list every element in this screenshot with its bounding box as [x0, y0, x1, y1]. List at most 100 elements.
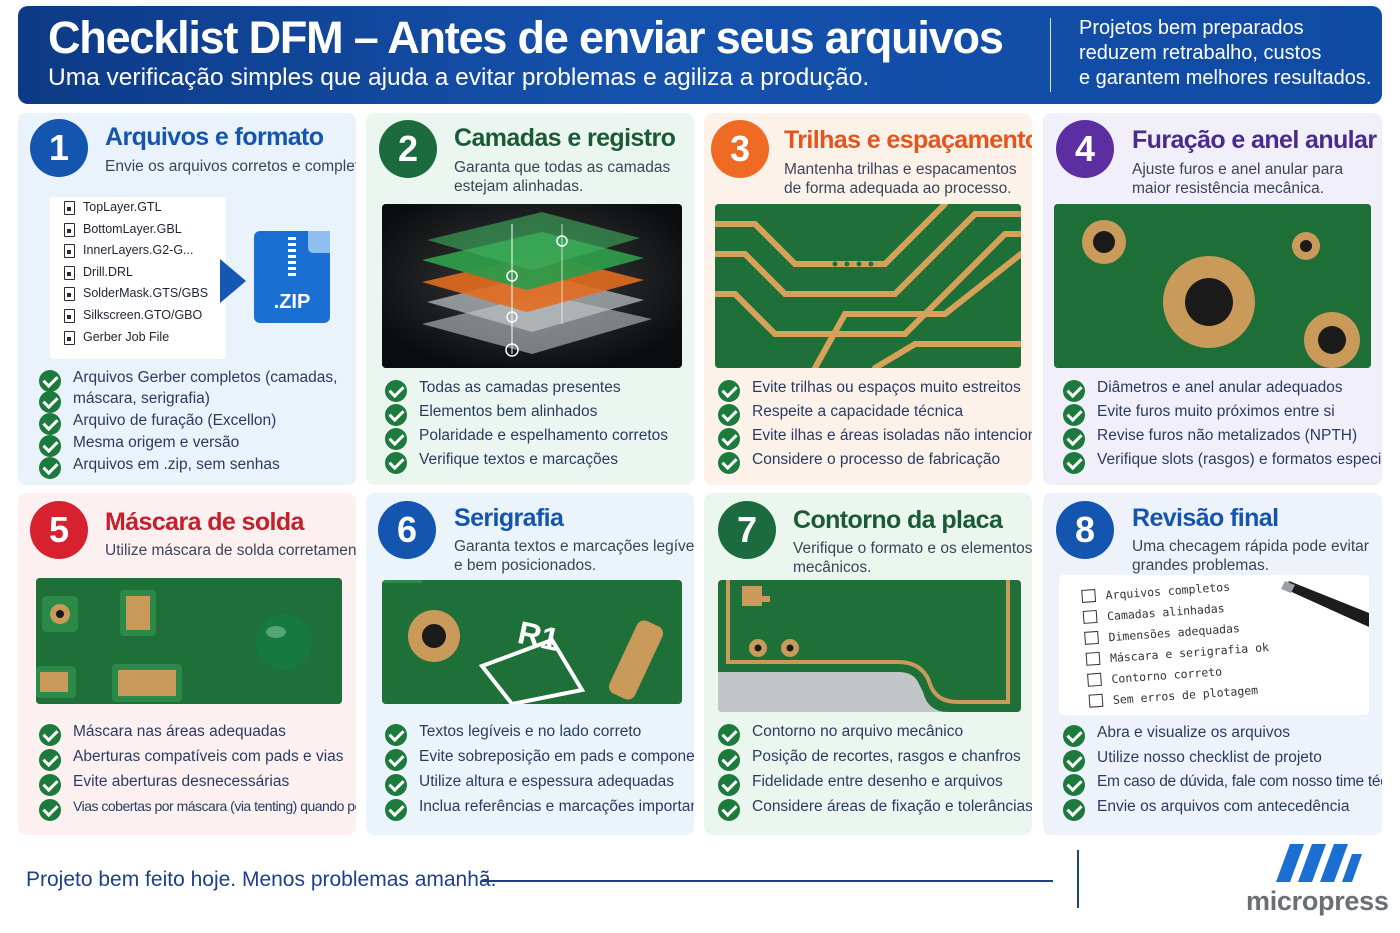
card-description-line: mecânicos.: [793, 559, 872, 576]
review-paper-image: Arquivos completos Camadas alinhadas Dim…: [1059, 575, 1369, 715]
checklist-text: Arquivos em .zip, sem senhas: [73, 456, 280, 473]
card-description-line: Mantenha trilhas e espacamentos: [784, 161, 1017, 178]
checklist-item: Arquivo de furação (Excellon): [39, 412, 337, 435]
checklist-text: Aberturas compatíveis com pads e vias: [73, 748, 344, 765]
silkscreen-illustration: [382, 580, 682, 704]
check-icon: [39, 724, 61, 746]
checklist-text: Posição de recortes, rasgos e chanfros: [752, 748, 1021, 765]
card-description: Uma checagem rápida pode evitar grandes …: [1132, 537, 1369, 575]
card-description-line: Verifique o formato e os elementos: [793, 540, 1032, 557]
checklist-text: Fidelidade entre desenho e arquivos: [752, 773, 1003, 790]
footer-vertical-divider: [1077, 850, 1079, 908]
card-description-line: grandes problemas.: [1132, 557, 1269, 574]
checklist-item: Evite trilhas ou espaços muito estreitos: [718, 379, 1032, 403]
check-icon: [1063, 774, 1085, 796]
checklist-item: Abra e visualize os arquivos: [1063, 724, 1382, 749]
file-icon: [64, 222, 75, 237]
card-description: Garanta que todas as camadas estejam ali…: [454, 158, 670, 196]
checklist-item: Verifique slots (rasgos) e formatos espe…: [1063, 451, 1382, 475]
card-furacao-anel: 4 Furação e anel anular Ajuste furos e a…: [1043, 113, 1382, 485]
checklist-text: Em caso de dúvida, fale com nosso time t…: [1097, 773, 1382, 790]
check-icon: [39, 749, 61, 771]
checklist-item: Arquivos Gerber completos (camadas,: [39, 369, 338, 392]
check-icon: [1063, 798, 1085, 821]
header-banner: Checklist DFM – Antes de enviar seus arq…: [18, 6, 1382, 104]
checklist-item: Evite ilhas e áreas isoladas não intenci…: [718, 427, 1032, 451]
check-icon: [718, 774, 740, 796]
checklist-item: Evite aberturas desnecessárias: [39, 773, 356, 798]
checklist-item: Verifique textos e marcações: [385, 451, 668, 475]
file-name: Drill.DRL: [83, 264, 133, 279]
checklist-text: máscara, serigrafia): [73, 390, 210, 407]
checklist-text: Contorno no arquivo mecânico: [752, 723, 964, 740]
checklist: Máscara nas áreas adequadas Aberturas co…: [39, 723, 356, 823]
checklist-item: Contorno no arquivo mecânico: [718, 723, 1032, 748]
logo-text: micropress: [1246, 886, 1389, 916]
card-trilhas-espacamentos: 3 Trilhas e espaçamentos Mantenha trilha…: [704, 113, 1032, 485]
file-name: InnerLayers.G2-G...: [83, 243, 194, 258]
checklist-text: Evite ilhas e áreas isoladas não intenci…: [752, 427, 1032, 444]
page-subtitle: Uma verificação simples que ajuda a evit…: [48, 64, 870, 91]
check-icon: [1063, 725, 1085, 747]
file-icon: [64, 287, 75, 302]
card-serigrafia: 6 Serigrafia Garanta textos e marcações …: [366, 493, 694, 835]
checklist-text: Verifique textos e marcações: [419, 451, 619, 468]
checklist-item: Vias cobertas por máscara (via tenting) …: [39, 798, 356, 823]
checklist-text: Mesma origem e versão: [73, 434, 240, 451]
step-number: 7: [718, 501, 776, 559]
card-description-line: e bem posicionados.: [454, 557, 597, 574]
checklist-item: Polaridade e espelhamento corretos: [385, 427, 668, 451]
file-name: Gerber Job File: [83, 329, 170, 344]
card-description-line: Ajuste furos e anel anular para: [1132, 161, 1344, 178]
card-camadas-registro: 2 Camadas e registro Garanta que todas a…: [366, 113, 694, 485]
step-number: 8: [1056, 501, 1114, 559]
file-item: Gerber Job File: [50, 327, 226, 349]
file-icon: [64, 265, 75, 280]
checklist-item: máscara, serigrafia): [39, 390, 337, 413]
checklist: Arquivos Gerber completos (camadas, másc…: [39, 369, 338, 479]
checklist-item: Considere o processo de fabricação: [718, 451, 1032, 475]
file-item: Silkscreen.GTO/GBO: [50, 305, 226, 327]
checklist-item: Mesma origem e versão: [39, 434, 337, 457]
card-description: Envie os arquivos corretos e completos.: [105, 157, 356, 176]
checklist-item: Máscara nas áreas adequadas: [39, 723, 356, 748]
checklist-text: Evite furos muito próximos entre si: [1097, 403, 1335, 420]
file-icon: [64, 308, 75, 323]
card-arquivos-formato: 1 Arquivos e formato Envie os arquivos c…: [18, 113, 356, 485]
checklist: Todas as camadas presentes Elementos bem…: [385, 379, 668, 475]
logo-mark-icon: [1276, 844, 1362, 882]
checklist: Abra e visualize os arquivos Utilize nos…: [1063, 724, 1382, 822]
checklist-text: Considere o processo de fabricação: [752, 451, 1001, 468]
checklist-text: Diâmetros e anel anular adequados: [1097, 379, 1343, 396]
checklist-item: Utilize nosso checklist de projeto: [1063, 749, 1382, 774]
checklist: Evite trilhas ou espaços muito estreitos…: [718, 379, 1032, 475]
checklist-item: Posição de recortes, rasgos e chanfros: [718, 748, 1032, 773]
checklist-item: Textos legíveis e no lado correto: [385, 723, 694, 748]
checklist-item: Evite sobreposição em pads e componentes: [385, 748, 694, 773]
checklist-text: Arquivo de furação (Excellon): [73, 412, 277, 429]
zipper-icon: [288, 237, 296, 277]
pen-icon: [1281, 581, 1369, 627]
checklist-text: Respeite a capacidade técnica: [752, 403, 964, 420]
zip-fold: [308, 231, 330, 253]
card-revisao-final: 8 Revisão final Uma checagem rápida pode…: [1043, 493, 1382, 835]
header-tagline-line: Projetos bem preparados: [1079, 17, 1304, 39]
check-icon: [1063, 404, 1085, 426]
check-icon: [718, 404, 740, 426]
drill-holes-illustration: [1054, 204, 1371, 368]
zip-file-icon: .ZIP: [254, 231, 330, 323]
check-icon: [1063, 428, 1085, 450]
card-mascara-solda: 5 Máscara de solda Utilize máscara de so…: [18, 493, 356, 835]
checklist-text: Vias cobertas por máscara (via tenting) …: [73, 798, 356, 814]
checklist-item: Fidelidade entre desenho e arquivos: [718, 773, 1032, 798]
file-item: Drill.DRL: [50, 262, 226, 284]
checklist-item: Utilize altura e espessura adequadas: [385, 773, 694, 798]
check-icon: [718, 799, 740, 821]
card-contorno-placa: 7 Contorno da placa Verifique o formato …: [704, 493, 1032, 835]
file-item: TopLayer.GTL: [50, 197, 226, 219]
step-number: 3: [711, 120, 769, 178]
card-description: Verifique o formato e os elementos mecân…: [793, 539, 1032, 577]
card-title: Contorno da placa: [793, 506, 1003, 534]
checklist-text: Verifique slots (rasgos) e formatos espe…: [1097, 451, 1382, 468]
checklist-text: Arquivos Gerber completos (camadas,: [73, 369, 338, 386]
